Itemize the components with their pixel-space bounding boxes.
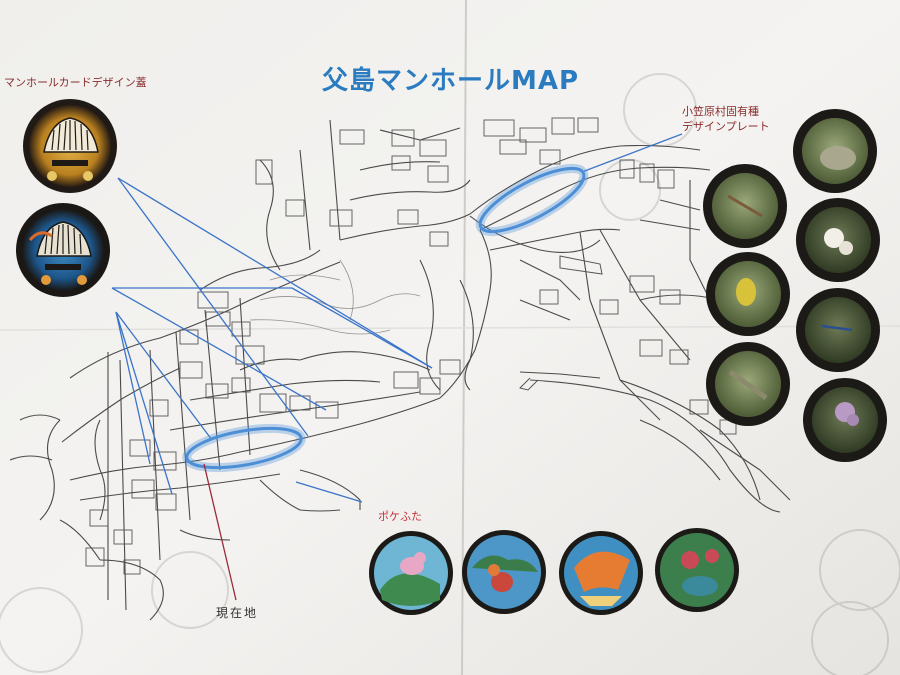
map-title: 父島マンホールMAP <box>322 66 580 96</box>
endemic-label-line1: 小笠原村固有種 <box>682 105 759 118</box>
endemic-plate-flower-purple-icon <box>803 378 887 462</box>
pokefuta-label: ポケふた <box>378 510 422 523</box>
pokefuta-crab-icon <box>559 531 643 615</box>
pokefuta-squirtle-icon <box>462 530 546 614</box>
card-lid-whale-gold-icon <box>23 99 117 193</box>
pokefuta-venusaur-icon <box>655 528 739 612</box>
endemic-plate-dragonfly-icon <box>796 288 880 372</box>
endemic-plate-lizard-icon <box>706 342 790 426</box>
endemic-plate-plant-icon <box>703 164 787 248</box>
endemic-species-design-label: 小笠原村固有種 デザインプレート <box>682 104 770 134</box>
endemic-label-line2: デザインプレート <box>682 120 770 133</box>
endemic-plate-frog-icon <box>793 109 877 193</box>
card-lid-whale-blue-icon <box>16 203 110 297</box>
endemic-plate-flower-white-icon <box>796 198 880 282</box>
current-location-label: 現在地 <box>216 606 259 620</box>
endemic-plate-yellow-bug-icon <box>706 252 790 336</box>
manhole-card-design-label: マンホールカードデザイン蓋 <box>4 76 147 89</box>
pokefuta-mew-icon <box>369 531 453 615</box>
